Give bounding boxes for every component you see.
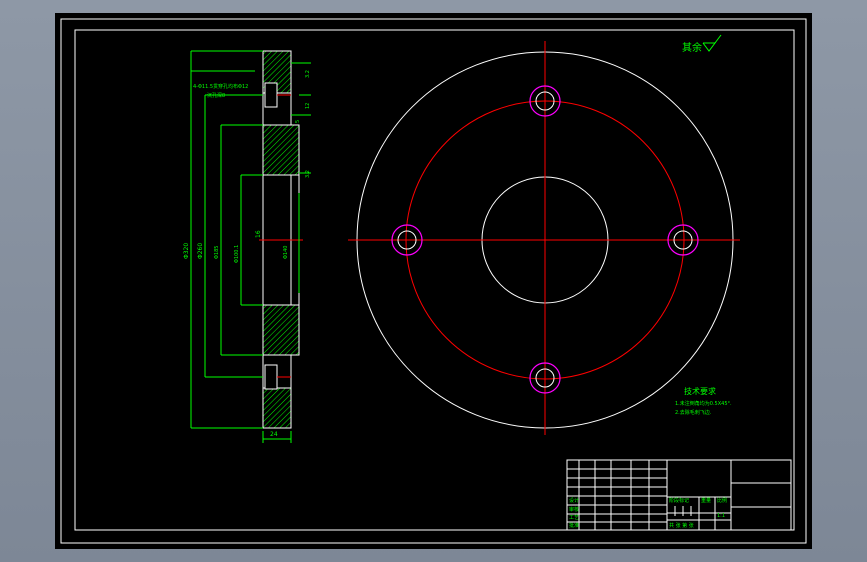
dim-width-total: 24 (270, 431, 278, 438)
dim-small-1: 12 (305, 103, 311, 109)
tb-stage: 阶段标记 (669, 497, 689, 504)
roughness-note: 其余 (682, 41, 702, 54)
holes-label: 4-Φ11.5贯穿孔均布Φ12 (193, 83, 248, 90)
drawing-sheet: 其余 技术要求 1.未注倒角均为0.5X45°. 2.去除毛刺飞边. (55, 13, 812, 549)
dim-c: Φ140 (283, 246, 289, 259)
title-block (566, 459, 792, 531)
roughness-symbol (702, 42, 716, 52)
drawing-canvas: 其余 技术要求 1.未注倒角均为0.5X45°. 2.去除毛刺飞边. (60, 18, 807, 544)
tb-approve: 批准 (569, 522, 579, 529)
tech-req-item-2: 2.去除毛刺飞边. (675, 409, 712, 416)
bolt-hole-left (391, 224, 423, 256)
section-bottom-flange (262, 387, 292, 429)
tech-req-item-1: 1.未注倒角均为0.5X45°. (675, 400, 732, 407)
dim-outer: Φ320 (183, 243, 190, 259)
tb-process: 工艺 (569, 515, 579, 521)
section-top-hub (262, 124, 300, 176)
tech-req-title: 技术要求 (684, 386, 716, 396)
outer-border (60, 18, 807, 544)
bolt-hole-bottom (529, 362, 561, 394)
tb-designer: 设计 (569, 497, 579, 504)
dim-b: Φ100.1 (234, 245, 240, 263)
tb-sheet: 共 张 第 张 (669, 522, 694, 529)
inner-border (74, 29, 795, 531)
front-view: 其余 技术要求 1.未注倒角均为0.5X45°. 2.去除毛刺飞边. (348, 34, 740, 435)
dim-bolt: Φ260 (197, 243, 204, 259)
ra-1: 3.2 (305, 70, 311, 78)
bolt-hole-right (667, 224, 699, 256)
dim-a: Φ185 (214, 246, 220, 259)
dim-width-b: 16 (255, 230, 262, 238)
counterbore-top (264, 82, 278, 108)
section-view: 4-Φ11.5贯穿孔均布Φ12 沉孔深8 Φ320 Φ260 Φ185 Φ100… (183, 50, 311, 443)
section-bottom-hub (262, 304, 300, 356)
holes-label-2: 沉孔深8 (207, 92, 225, 99)
dimension-lines (190, 50, 311, 443)
ra-2: 3.2 (305, 170, 311, 178)
tb-scale: 1:1 (717, 513, 725, 519)
tb-ratio: 比例 (717, 497, 727, 504)
counterbore-bottom (264, 364, 278, 390)
dim-small-2: 5 (295, 120, 301, 123)
tb-weight: 重量 (701, 497, 711, 504)
bolt-hole-top (529, 85, 561, 117)
title-block-text: 阶段标记 重量 比例 1:1 共 张 第 张 设计 审核 工艺 批准 (569, 497, 727, 529)
tb-checker: 审核 (569, 506, 579, 513)
